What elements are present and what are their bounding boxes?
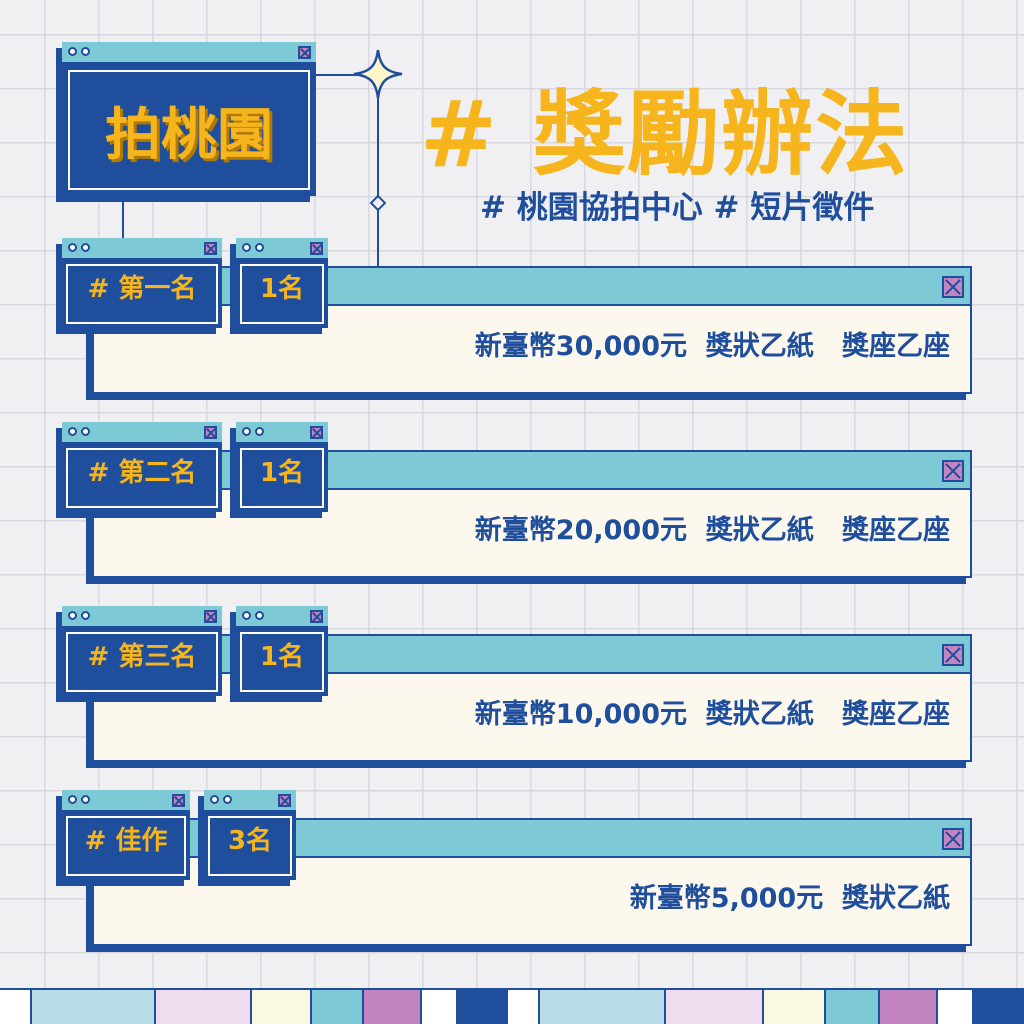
close-icon[interactable] (298, 46, 311, 59)
close-icon[interactable] (942, 460, 964, 482)
rank-label: # 第一名 (87, 274, 197, 304)
window-dot-icon (81, 611, 90, 620)
window-dot-icon (255, 427, 264, 436)
close-icon[interactable] (942, 644, 964, 666)
close-icon[interactable] (942, 276, 964, 298)
rank-label: # 第二名 (87, 458, 197, 488)
window-dot-icon (242, 611, 251, 620)
window-dot-icon (255, 611, 264, 620)
close-icon[interactable] (204, 242, 217, 255)
window-dot-icon (223, 795, 232, 804)
prize-text: 新臺幣10,000元 獎狀乙紙 獎座乙座 (474, 699, 950, 730)
close-icon[interactable] (310, 610, 323, 623)
close-icon[interactable] (204, 426, 217, 439)
close-icon[interactable] (278, 794, 291, 807)
prize-text: 新臺幣5,000元 獎狀乙紙 (629, 883, 950, 914)
award-panel-4: 新臺幣5,000元 獎狀乙紙 (86, 818, 972, 952)
count-window-2: 1名 (230, 422, 328, 518)
prize-text: 新臺幣30,000元 獎狀乙紙 獎座乙座 (474, 331, 950, 362)
rank-window-3: # 第三名 (56, 606, 222, 702)
award-panel-2: 新臺幣20,000元 獎狀乙紙 獎座乙座 (86, 450, 972, 584)
connector-line (377, 96, 379, 266)
window-dot-icon (81, 795, 90, 804)
count-label: 1名 (259, 274, 305, 304)
page-title: # 獎勵辦法 (420, 81, 910, 188)
logo-window: 拍桃園 (56, 42, 316, 202)
rank-label: # 佳作 (84, 826, 168, 856)
count-window-3: 1名 (230, 606, 328, 702)
window-dot-icon (68, 47, 77, 56)
window-dot-icon (68, 795, 77, 804)
rank-label: # 第三名 (87, 642, 197, 672)
logo-text: 拍桃園 (105, 102, 273, 168)
sparkle-star-icon (353, 49, 403, 99)
rank-window-4: # 佳作 (56, 790, 190, 886)
window-dot-icon (68, 611, 77, 620)
count-label: 3名 (227, 826, 273, 856)
rank-window-1: # 第一名 (56, 238, 222, 334)
count-label: 1名 (259, 458, 305, 488)
count-window-4: 3名 (198, 790, 296, 886)
close-icon[interactable] (942, 828, 964, 850)
award-panel-3: 新臺幣10,000元 獎狀乙紙 獎座乙座 (86, 634, 972, 768)
award-panel-1: 新臺幣30,000元 獎狀乙紙 獎座乙座 (86, 266, 972, 400)
close-icon[interactable] (310, 426, 323, 439)
window-dot-icon (81, 243, 90, 252)
count-label: 1名 (259, 642, 305, 672)
window-dot-icon (242, 243, 251, 252)
window-dot-icon (68, 243, 77, 252)
connector-line (316, 74, 366, 76)
window-dot-icon (255, 243, 264, 252)
count-window-1: 1名 (230, 238, 328, 334)
page-subtitle: # 桃園協拍中心 # 短片徵件 (480, 190, 875, 226)
connector-line (122, 200, 124, 240)
window-dot-icon (242, 427, 251, 436)
close-icon[interactable] (204, 610, 217, 623)
close-icon[interactable] (172, 794, 185, 807)
window-dot-icon (81, 427, 90, 436)
diamond-icon (370, 195, 386, 211)
close-icon[interactable] (310, 242, 323, 255)
window-dot-icon (81, 47, 90, 56)
window-dot-icon (68, 427, 77, 436)
prize-text: 新臺幣20,000元 獎狀乙紙 獎座乙座 (474, 515, 950, 546)
window-dot-icon (210, 795, 219, 804)
rank-window-2: # 第二名 (56, 422, 222, 518)
